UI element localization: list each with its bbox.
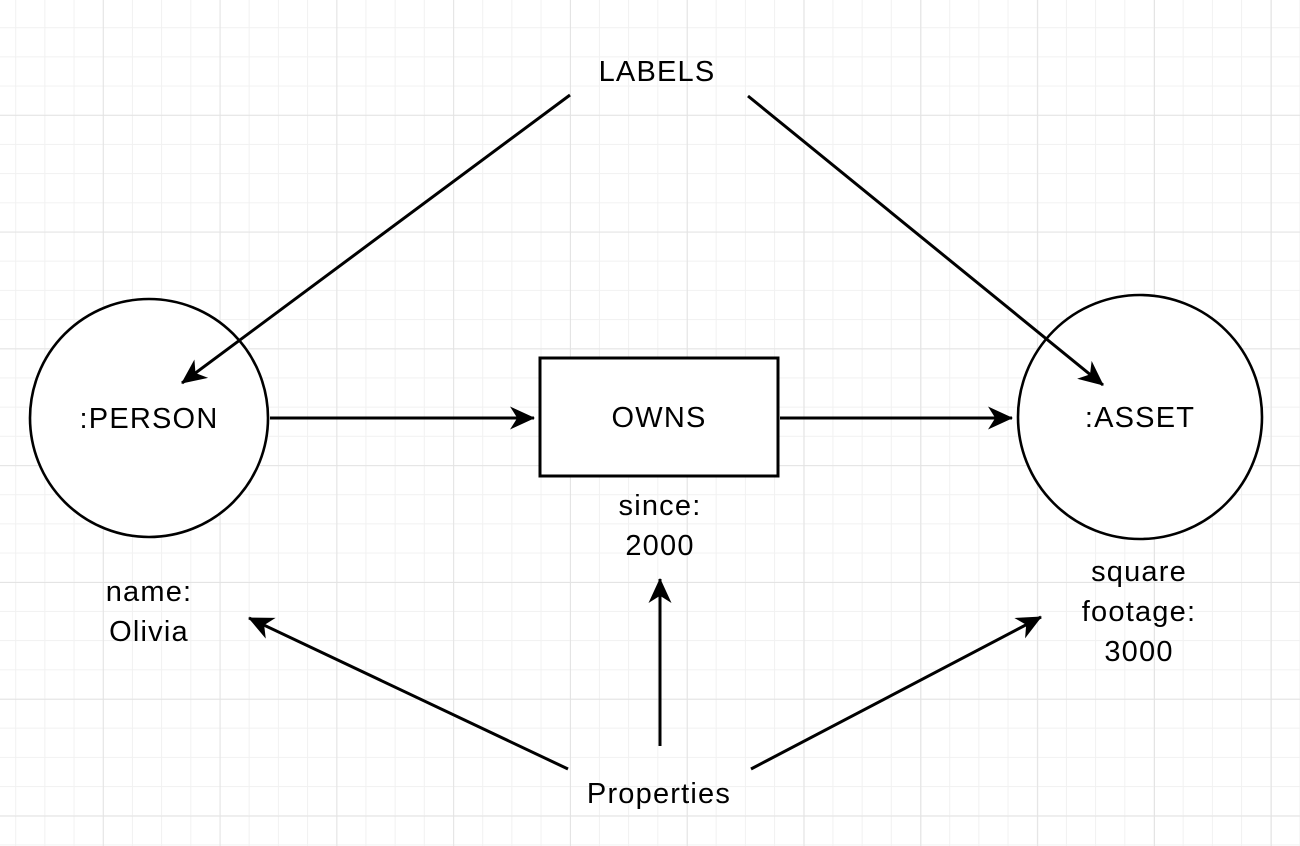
person-property-key: name: (106, 576, 193, 608)
relationship-label: OWNS (611, 402, 706, 434)
labels-arrow-to-person (181, 93, 571, 385)
properties-arrow-to-footage (750, 615, 1042, 771)
relationship-box (538, 356, 780, 478)
person-node-label: :PERSON (80, 403, 219, 435)
asset-property-line-2: footage: (1082, 596, 1196, 628)
relationship-property-key: since: (619, 490, 702, 522)
properties-arrow-to-name (248, 616, 569, 771)
person-property-value: Olivia (109, 616, 189, 648)
asset-property-line-1: square (1091, 556, 1187, 588)
labels-heading: LABELS (599, 56, 716, 88)
asset-node-circle (1016, 293, 1264, 541)
relationship-property-value: 2000 (625, 530, 694, 562)
asset-node-label: :ASSET (1085, 402, 1195, 434)
properties-heading: Properties (587, 778, 731, 810)
labels-arrow-to-asset (747, 94, 1104, 387)
person-node-circle (28, 297, 270, 539)
asset-property-line-3: 3000 (1104, 636, 1173, 668)
